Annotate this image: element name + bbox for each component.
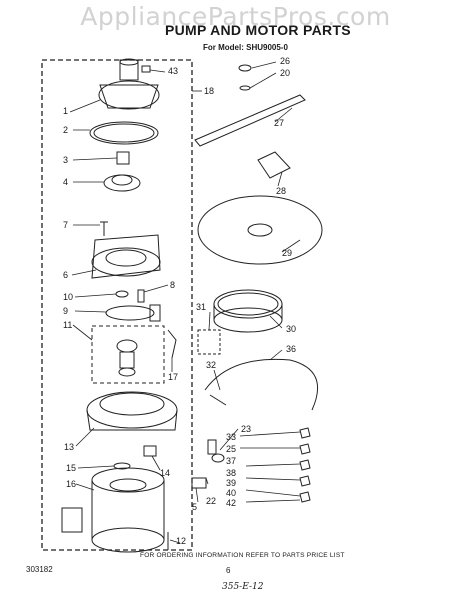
washer xyxy=(115,290,129,298)
callout-20: 20 xyxy=(280,68,291,78)
filter-ring xyxy=(213,289,283,333)
callout-40: 40 xyxy=(226,488,237,498)
bracket xyxy=(143,445,157,457)
bracket-31 xyxy=(197,329,221,355)
callout-7: 7 xyxy=(63,220,69,230)
seal-ring xyxy=(89,121,159,145)
chopper-assembly-box xyxy=(91,325,165,384)
deflector xyxy=(257,151,291,179)
diagram-title: PUMP AND MOTOR PARTS xyxy=(165,22,351,38)
callout-17: 17 xyxy=(168,372,179,382)
motor xyxy=(61,467,165,553)
seal-part xyxy=(116,151,130,165)
callout-27: 27 xyxy=(274,118,285,128)
pump-housing-top xyxy=(98,58,160,110)
lower-housing xyxy=(86,391,178,431)
callout-31: 31 xyxy=(196,302,207,312)
callout-13: 13 xyxy=(64,442,75,452)
callout-39: 39 xyxy=(226,478,237,488)
plate xyxy=(105,305,155,321)
callout-32: 32 xyxy=(206,360,217,370)
callout-36: 36 xyxy=(286,344,297,354)
callout-30: 30 xyxy=(286,324,297,334)
callout-15: 15 xyxy=(66,463,77,473)
callout-42: 42 xyxy=(226,498,237,508)
watermark: AppliancePartsPros.com xyxy=(80,2,391,31)
callout-16: 16 xyxy=(66,479,77,489)
drawing-code: 303182 xyxy=(26,565,53,574)
model-line: For Model: SHU9005-0 xyxy=(203,43,288,52)
callout-12: 12 xyxy=(176,536,187,546)
callout-6: 6 xyxy=(63,270,69,280)
callout-3: 3 xyxy=(63,155,69,165)
nuts-washers xyxy=(299,427,311,503)
callout-23: 23 xyxy=(241,424,252,434)
clip xyxy=(167,329,177,359)
filter-disc xyxy=(197,195,323,265)
callout-43: 43 xyxy=(168,66,179,76)
callout-18: 18 xyxy=(204,86,215,96)
callout-9: 9 xyxy=(63,306,69,316)
callout-14: 14 xyxy=(160,468,171,478)
ordering-note: FOR ORDERING INFORMATION REFER TO PARTS … xyxy=(140,552,345,559)
callout-29: 29 xyxy=(282,248,293,258)
callout-8: 8 xyxy=(170,280,176,290)
callout-33: 33 xyxy=(226,432,237,442)
callout-22: 22 xyxy=(206,496,217,506)
impeller xyxy=(103,174,141,192)
callout-25: 25 xyxy=(226,444,237,454)
callout-10: 10 xyxy=(63,292,74,302)
callout-28: 28 xyxy=(276,186,287,196)
fitting xyxy=(191,477,207,489)
callout-38: 38 xyxy=(226,468,237,478)
chopper-assembly xyxy=(116,339,138,377)
spray-arm xyxy=(194,94,306,147)
callout-4: 4 xyxy=(63,177,69,187)
callout-11: 11 xyxy=(63,320,73,330)
callout-5: 5 xyxy=(192,502,198,512)
pump-body xyxy=(91,234,161,279)
spray-arm-cap xyxy=(238,64,252,91)
callout-2: 2 xyxy=(63,125,69,135)
callout-26: 26 xyxy=(280,56,291,66)
callout-1: 1 xyxy=(63,106,69,116)
callout-37: 37 xyxy=(226,456,237,466)
assembly-outline xyxy=(41,59,193,551)
handwritten-note: 355-E-12 xyxy=(222,582,264,592)
leader-lines xyxy=(69,61,301,544)
heater-ring xyxy=(204,358,319,411)
page-number: 6 xyxy=(226,566,231,575)
